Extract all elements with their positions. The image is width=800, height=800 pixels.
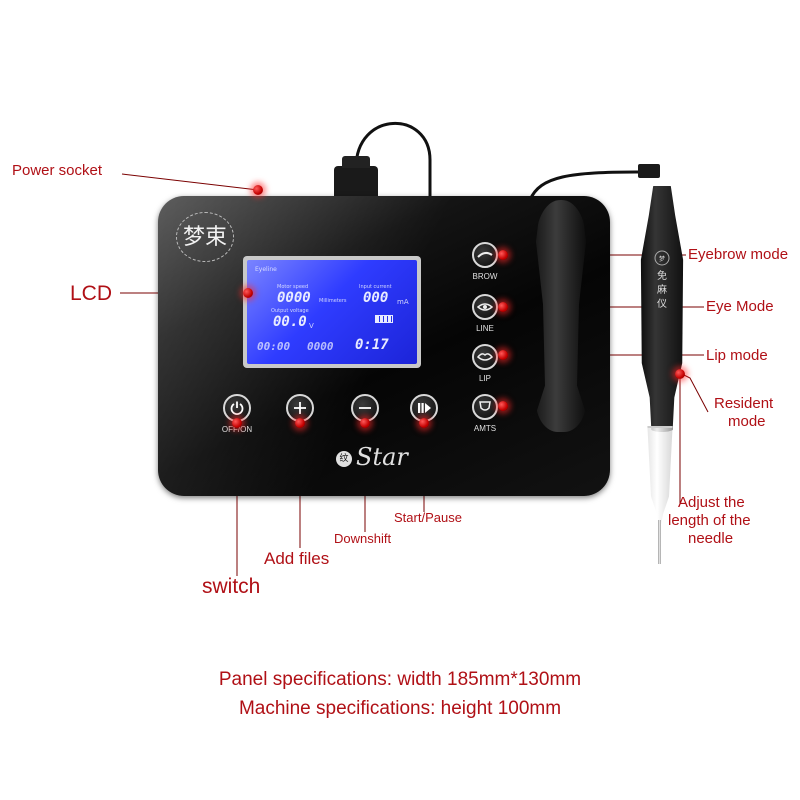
brow-dot — [498, 250, 508, 260]
lcd-mode: Eyeline — [255, 266, 277, 273]
eye-icon — [477, 303, 493, 311]
lcd-dot — [243, 288, 253, 298]
lcd-label: LCD — [70, 282, 113, 305]
lcd-voltage-label: Output voltage — [271, 308, 309, 314]
lcd-voltage-value: 00.0 — [273, 314, 307, 330]
amts-mode-button[interactable] — [472, 394, 498, 420]
power-plug — [334, 156, 378, 200]
line-dot — [498, 302, 508, 312]
lcd-time-left: 00:00 — [257, 340, 291, 353]
svg-text:梦: 梦 — [659, 255, 665, 263]
eyebrow-mode-label: Eyebrow mode — [688, 246, 789, 263]
needle-cartridge — [647, 426, 673, 524]
lip-dot — [498, 350, 508, 360]
lcd-time-mid: 0000 — [307, 340, 334, 353]
line-mode-button[interactable] — [472, 294, 498, 320]
brand-seal-icon: 纹 — [336, 450, 352, 467]
needle-adjust-dot — [675, 369, 685, 379]
lcd-screen: Eyeline Motor speed 0000 Millimeters Inp… — [247, 260, 417, 364]
power-socket-dot — [253, 185, 263, 195]
power-socket-label: Power socket — [12, 162, 103, 179]
machine-specifications: Machine specifications: height 100mm — [238, 698, 562, 719]
add-files-label: Add files — [264, 549, 330, 568]
switch-dot — [232, 418, 242, 428]
panel-specifications: Panel specifications: width 185mm*130mm — [218, 669, 582, 690]
lcd-voltage-unit: V — [309, 322, 314, 330]
start-pause-label: Start/Pause — [394, 510, 462, 525]
logo-ring — [176, 212, 234, 262]
lip-mode-label: LIP — [478, 374, 491, 383]
amts-mode-label: AMTS — [473, 424, 497, 433]
brow-mode-label: BROW — [472, 272, 498, 281]
amts-dot — [498, 401, 508, 411]
pen-holder — [536, 200, 586, 432]
lcd-time-right: 0:17 — [355, 337, 389, 353]
lip-mode-callout: Lip mode — [706, 347, 768, 364]
resident-mode-line2: mode — [728, 413, 766, 430]
svg-text:免: 免 — [657, 269, 667, 282]
needle-tip — [658, 520, 661, 564]
resident-mode-line1: Resident — [714, 395, 774, 412]
adjust-needle-line1: Adjust the — [678, 494, 745, 511]
brand-text: Star — [356, 443, 408, 471]
battery-icon — [375, 315, 393, 323]
play-pause-icon — [418, 403, 431, 413]
lcd-current-label: Input current — [359, 284, 392, 290]
add-files-dot — [295, 418, 305, 428]
power-icon — [230, 401, 244, 415]
add-button[interactable] — [286, 394, 314, 422]
brow-mode-button[interactable] — [472, 242, 498, 268]
switch-label: switch — [202, 575, 261, 598]
lcd-motor-speed-label: Motor speed — [277, 284, 309, 290]
adjust-needle-line3: needle — [688, 530, 734, 547]
svg-text:麻: 麻 — [657, 283, 667, 296]
lcd-current-value: 000 — [363, 290, 389, 306]
lcd-screen-frame: Eyeline Motor speed 0000 Millimeters Inp… — [243, 256, 421, 368]
lcd-current-unit: mA — [397, 298, 409, 306]
logo-icon: 梦束 — [183, 225, 227, 250]
eyebrow-icon — [477, 251, 493, 258]
lips-icon — [477, 353, 493, 361]
minus-icon — [359, 407, 371, 409]
pen-logo-icon: 梦 免 麻 仪 — [652, 250, 672, 317]
power-button[interactable] — [223, 394, 251, 422]
start-pause-button[interactable] — [410, 394, 438, 422]
lip-mode-button[interactable] — [472, 344, 498, 370]
line-mode-label: LINE — [476, 324, 494, 333]
adjust-needle-line2: length of the — [668, 512, 751, 529]
plus-icon — [294, 402, 306, 414]
downshift-label: Downshift — [334, 531, 392, 546]
brand-logo: 梦束 — [172, 212, 238, 268]
lcd-motor-speed-unit: Millimeters — [319, 298, 347, 304]
shield-icon — [479, 401, 491, 411]
svg-text:梦束: 梦束 — [183, 225, 227, 250]
downshift-dot — [360, 418, 370, 428]
power-button-label: OFF/ON — [221, 425, 253, 434]
svg-text:仪: 仪 — [657, 298, 667, 310]
start-pause-dot — [419, 418, 429, 428]
eye-mode-label: Eye Mode — [706, 298, 774, 315]
lcd-motor-speed-value: 0000 — [277, 290, 311, 306]
